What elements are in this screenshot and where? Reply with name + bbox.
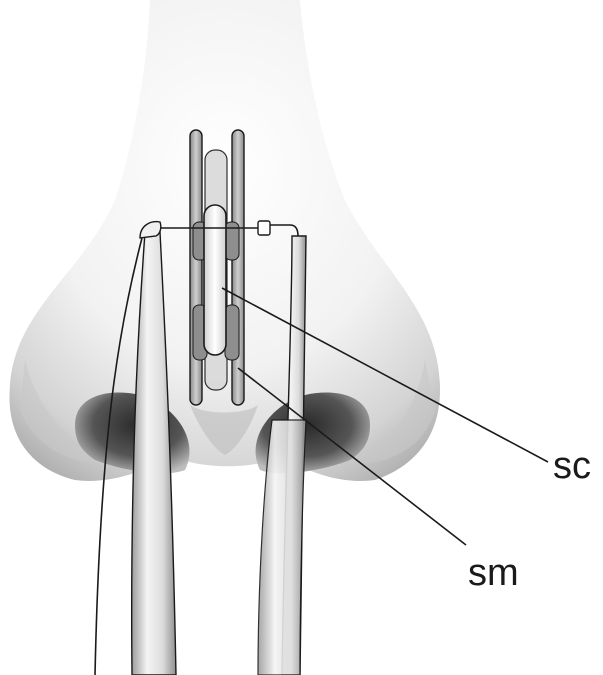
- label-sc: sc: [553, 445, 591, 487]
- label-sm: sm: [468, 552, 519, 594]
- septum-right-strip: [232, 130, 244, 405]
- septum-left-strip: [190, 130, 202, 405]
- suture-clip: [258, 221, 270, 235]
- lower-right-block: [225, 305, 239, 360]
